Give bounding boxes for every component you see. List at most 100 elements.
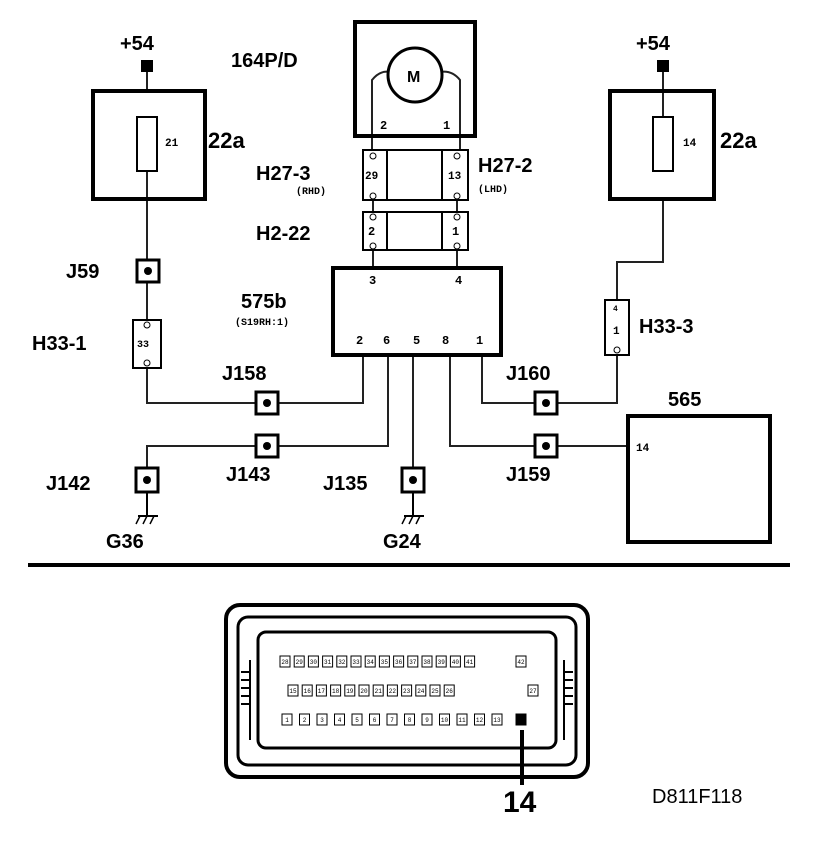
connector-pin-11-cavity <box>456 713 468 726</box>
connector-pin-25-cavity <box>429 684 441 697</box>
connector-pin-6-cavity <box>369 713 380 726</box>
connector-pin-18-number: 18 <box>332 688 340 695</box>
connector-pin-30-cavity <box>307 655 319 668</box>
ecu-label: 565 <box>668 389 701 411</box>
connector-h33-3: 4 1 <box>604 299 630 356</box>
module-575b: 3 4 2 6 5 8 1 <box>331 266 503 357</box>
connector-pin-38-cavity <box>421 655 433 668</box>
splice-j158 <box>254 390 280 416</box>
connector-pin-4-cavity <box>334 713 345 726</box>
h33-1-label: H33-1 <box>32 333 86 355</box>
module-label: 575b <box>241 291 287 313</box>
module-pin-2: 2 <box>356 334 363 348</box>
h2-22-pin-right: 1 <box>452 225 459 239</box>
connector-pin-36-cavity <box>393 655 405 668</box>
h27-3-label: H27-3 <box>256 163 310 185</box>
ground-icon <box>401 515 424 525</box>
connector-pin-26-cavity <box>443 684 455 697</box>
connector-pin-13-cavity <box>491 713 503 726</box>
connector-pin-40-number: 40 <box>452 659 460 666</box>
h2-22-label: H2-22 <box>256 223 310 245</box>
connector-pin-36-number: 36 <box>395 659 403 666</box>
connector-pin-3-cavity <box>316 713 328 726</box>
splice-j135 <box>400 466 426 515</box>
connector-pin-12-cavity <box>474 713 485 726</box>
connector-pin-32-cavity <box>336 655 348 668</box>
h33-3-pin-top: 4 <box>613 305 618 314</box>
connector-pin-40-cavity <box>449 655 461 668</box>
j142-label: J142 <box>46 473 91 495</box>
connector-pin-19-cavity <box>344 684 356 697</box>
connector-pin-15-number: 15 <box>289 688 297 695</box>
connector-pin-5-number: 5 <box>355 717 359 724</box>
connector-pin-28-cavity <box>279 655 291 668</box>
connector-pin-28-number: 28 <box>281 659 289 666</box>
g36-label: G36 <box>106 531 144 553</box>
connector-pin-8-cavity <box>404 713 415 726</box>
pin-callout-label: 14 <box>503 786 537 819</box>
splice-j143 <box>254 433 280 459</box>
h27-2-label: H27-2 <box>478 155 532 177</box>
fuse-number-left: 21 <box>165 138 179 150</box>
module-top-pin-left: 3 <box>369 274 376 288</box>
connector-pin-2-cavity <box>299 713 310 726</box>
connector-pin-5-cavity <box>351 713 363 726</box>
connector-pin-29-number: 29 <box>296 659 304 666</box>
connector-pin-9-cavity <box>421 713 433 726</box>
j135-label: J135 <box>323 473 368 495</box>
connector-pin-33-number: 33 <box>352 659 360 666</box>
h33-3-label: H33-3 <box>639 316 693 338</box>
connector-pin-22-cavity <box>386 684 398 697</box>
connector-pin-39-number: 39 <box>438 659 446 666</box>
connector-pin-29-cavity <box>293 655 305 668</box>
connector-pin-20-cavity <box>358 684 370 697</box>
connector-h33-1: 33 <box>132 319 162 369</box>
module-top-pin-right: 4 <box>455 274 462 288</box>
connector-pin-18-cavity <box>330 684 342 697</box>
module-pin-5: 5 <box>413 334 420 348</box>
module-pin-1: 1 <box>476 334 483 348</box>
ground-icon <box>135 515 158 525</box>
connector-pin-37-number: 37 <box>409 659 417 666</box>
connector-pin-41-number: 41 <box>466 659 474 666</box>
module-sub: (S19RH:1) <box>235 317 289 329</box>
connector-pin-42-cavity <box>515 655 527 668</box>
connector-pin-27-number: 27 <box>529 688 537 695</box>
connector-pin-33-cavity <box>350 655 362 668</box>
supply-terminal-right <box>657 60 669 72</box>
connector-pin-16-cavity <box>301 684 313 697</box>
connector-pin-1-number: 1 <box>285 717 289 724</box>
connector-pin-21-number: 21 <box>375 688 383 695</box>
connector-pin-7-cavity <box>386 713 398 726</box>
h2-22-pin-left: 2 <box>368 225 375 239</box>
connector-pin-37-cavity <box>407 655 419 668</box>
connector-pin-20-number: 20 <box>360 688 368 695</box>
connector-pin-31-number: 31 <box>324 659 332 666</box>
connector-pin-13-number: 13 <box>493 717 501 724</box>
supply-label-right: +54 <box>636 33 671 55</box>
j59-label: J59 <box>66 261 99 283</box>
connector-pin-35-cavity <box>378 655 390 668</box>
connector-pin-41-cavity <box>464 655 476 668</box>
connector-h2-22: 2 1 <box>362 211 469 251</box>
motor-164pd: M 2 1 <box>353 20 477 138</box>
connector-pin-23-number: 23 <box>403 688 411 695</box>
connector-pin-26-number: 26 <box>446 688 454 695</box>
motor-pin-left: 2 <box>380 119 387 133</box>
splice-j142 <box>134 466 160 515</box>
connector-pin-12-number: 12 <box>476 717 484 724</box>
connector-pin-34-cavity <box>364 655 376 668</box>
connector-pin-22-number: 22 <box>389 688 397 695</box>
connector-pin-14-cavity <box>515 713 527 726</box>
connector-pin-11-number: 11 <box>458 717 466 724</box>
splice-j159 <box>533 433 559 459</box>
connector-pin-21-cavity <box>372 684 384 697</box>
connector-pin-3-number: 3 <box>320 717 324 724</box>
connector-pin-17-cavity <box>315 684 327 697</box>
j159-label: J159 <box>506 464 551 486</box>
connector-pin-6-number: 6 <box>373 717 377 724</box>
fuse-box-right: 14 <box>608 89 716 201</box>
module-pin-6: 6 <box>383 334 390 348</box>
fuse-box-left: 21 <box>91 89 207 201</box>
